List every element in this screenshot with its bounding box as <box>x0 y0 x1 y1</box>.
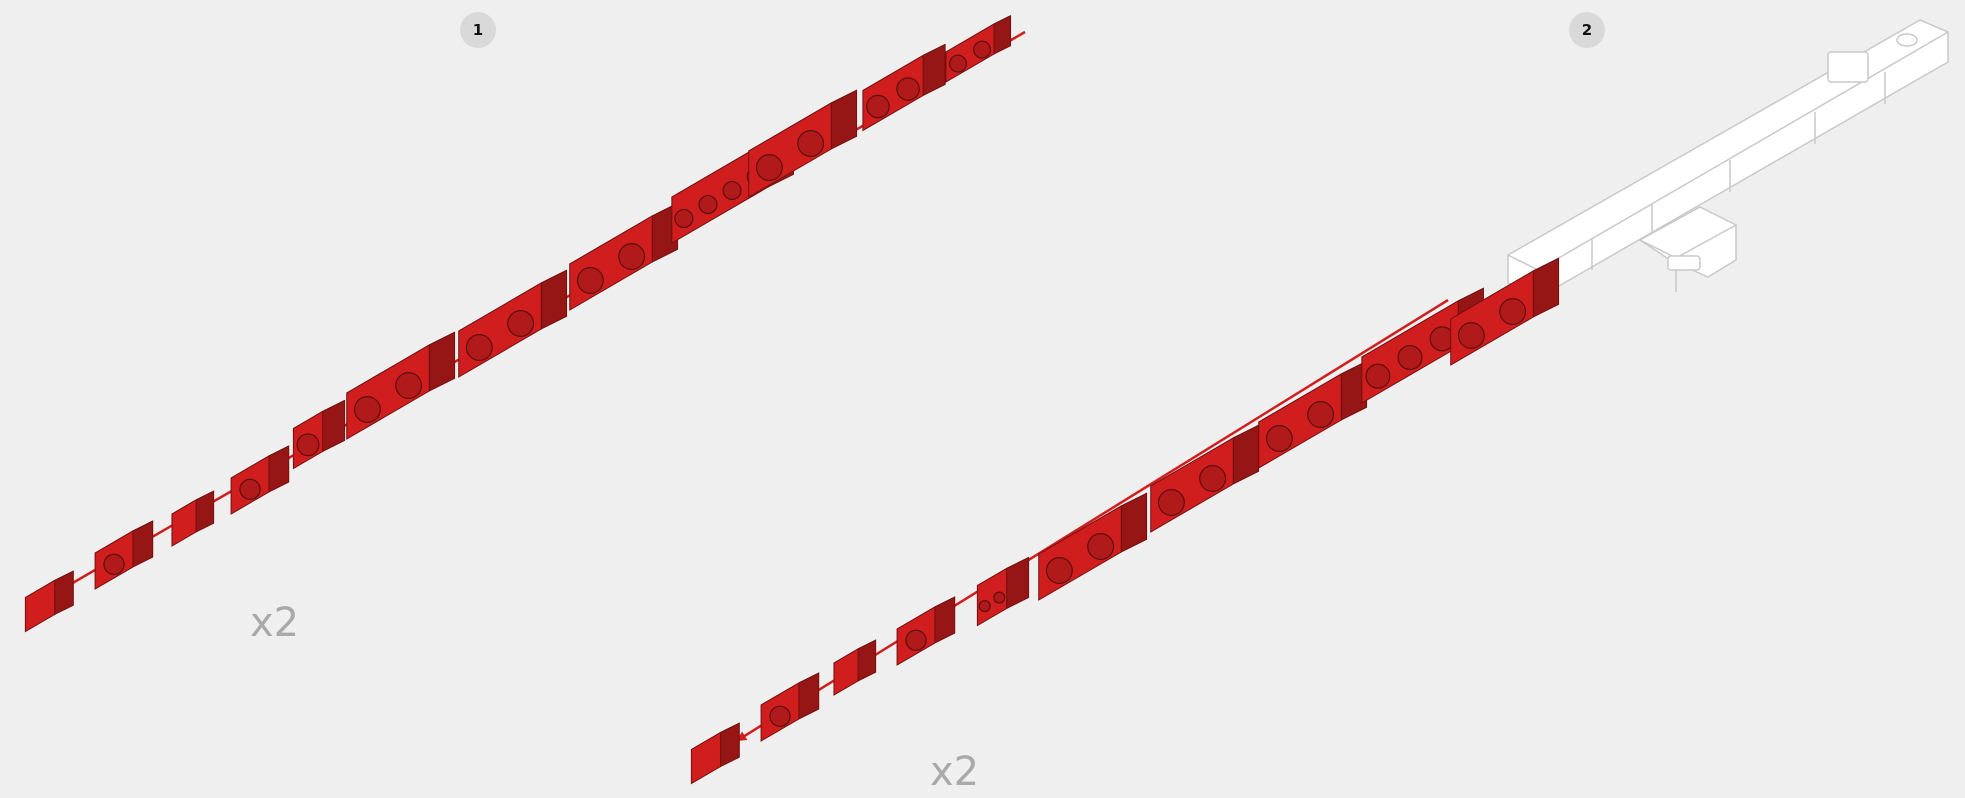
brick-icon <box>946 16 1011 82</box>
multiplier-2: x2 <box>930 749 979 795</box>
step-1: 1 x2 <box>25 12 1025 646</box>
brick-icon <box>834 640 876 695</box>
brick-icon <box>1151 425 1259 532</box>
brick-icon <box>1451 258 1559 365</box>
brick-icon <box>1039 493 1147 600</box>
step-badge-2: 2 <box>1569 12 1605 48</box>
brick-icon <box>977 558 1028 626</box>
brick-icon <box>293 401 344 469</box>
ghost-brick-icon <box>1828 52 1868 82</box>
brick-icon <box>347 332 455 439</box>
brick-icon <box>231 446 289 514</box>
brick-icon <box>749 90 857 197</box>
brick-icon <box>761 673 819 741</box>
brick-sequence-1 <box>25 16 1010 632</box>
step-number-1: 1 <box>473 21 483 39</box>
brick-sequence-2 <box>691 258 1558 783</box>
brick-icon <box>459 270 567 377</box>
brick-icon <box>95 521 153 589</box>
brick-icon <box>863 45 945 131</box>
brick-icon <box>691 723 739 783</box>
brick-icon <box>172 491 214 546</box>
brick-icon <box>1259 361 1367 468</box>
step-2: 2 x2 <box>691 12 1948 795</box>
step-number-2: 2 <box>1582 21 1592 39</box>
brick-icon <box>897 597 955 665</box>
step-badge-1: 1 <box>460 12 496 48</box>
brick-icon <box>25 571 73 631</box>
brick-icon <box>570 203 678 310</box>
ghost-model <box>1508 20 1948 298</box>
multiplier-1: x2 <box>250 600 299 646</box>
